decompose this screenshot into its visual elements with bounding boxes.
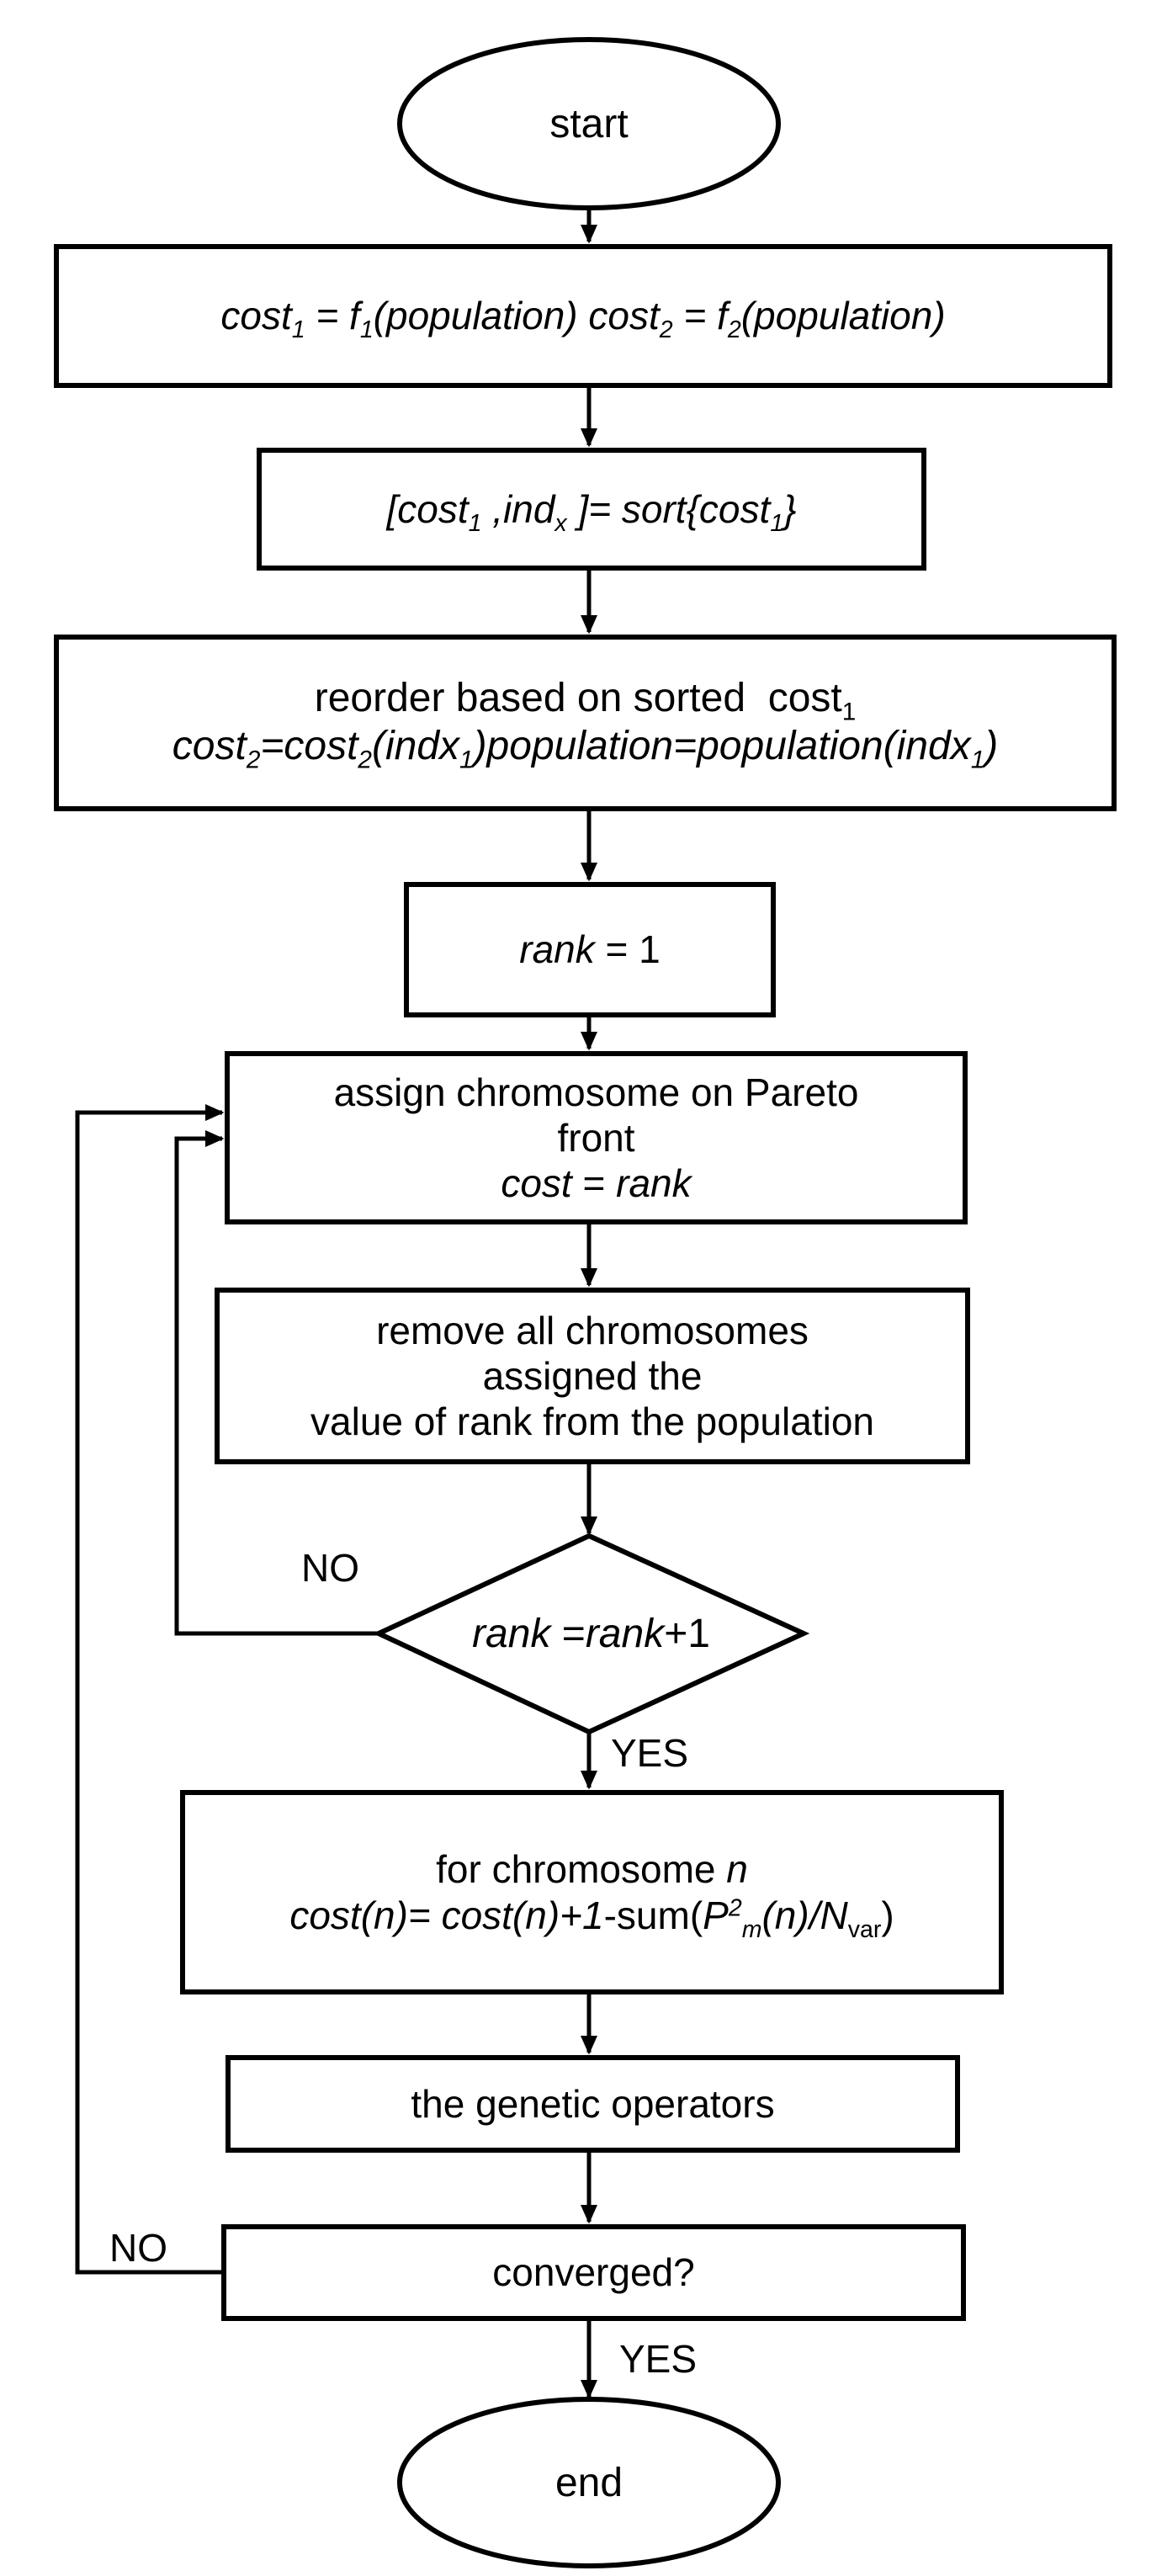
- text-run-sub: 1: [459, 746, 474, 774]
- rank-init-text: rank = 1: [519, 927, 661, 972]
- text-run: ): [984, 724, 999, 768]
- edge-label-rank-no: NO: [301, 1546, 359, 1590]
- text-run: = 1: [594, 927, 661, 972]
- text-run: (n)/N: [761, 1893, 848, 1937]
- text-run: ,ind: [481, 486, 555, 531]
- rank-decision-text: rank =rank+1: [472, 1611, 710, 1657]
- node-cost-evaluation: cost1 = f1(population) cost2 = f2(popula…: [54, 244, 1112, 388]
- text-run: (population) cost: [373, 294, 660, 338]
- assign-line-1: assign chromosome on Pareto: [333, 1070, 859, 1114]
- text-run: =cost: [260, 724, 358, 768]
- end-label: end: [554, 2460, 623, 2505]
- text-run: +1: [664, 1612, 710, 1656]
- remove-line-2: assigned the: [482, 1353, 703, 1398]
- edge-label-converged-no: NO: [109, 2226, 167, 2270]
- text-run: for chromosome: [436, 1847, 727, 1892]
- text-run-sub: x: [554, 509, 567, 537]
- cost-evaluation-text: cost1 = f1(population) cost2 = f2(popula…: [220, 293, 946, 342]
- remove-line-1: remove all chromosomes: [376, 1308, 809, 1352]
- text-run: rank: [616, 1161, 692, 1206]
- node-rank-decision: rank =rank+1: [379, 1536, 804, 1732]
- text-run-sub: var: [847, 1915, 882, 1943]
- text-run: ]= sort{cost: [566, 486, 771, 531]
- text-run: = f: [305, 294, 360, 338]
- text-run: reorder based on sorted cost: [314, 676, 842, 721]
- text-run: =: [550, 1612, 586, 1656]
- text-run-sub: m: [741, 1915, 762, 1943]
- genetic-operators-text: the genetic operators: [411, 2081, 775, 2126]
- text-run: cost(n)= cost(n)+1: [289, 1893, 604, 1937]
- reorder-line-1: reorder based on sorted cost1: [314, 675, 857, 726]
- text-run: rank: [472, 1612, 551, 1656]
- text-run-sub: 1: [291, 316, 305, 344]
- assign-line-3: cost = rank: [501, 1161, 691, 1206]
- text-run-sub: 1: [770, 509, 784, 537]
- text-run-sub: 1: [841, 698, 857, 726]
- text-run-sub: 1: [359, 316, 374, 344]
- text-run: cost: [220, 294, 292, 338]
- reorder-line-2: cost2=cost2(indx1)population=population(…: [172, 723, 999, 774]
- text-run: )population=population(indx: [473, 724, 971, 768]
- text-run: =: [571, 1161, 617, 1206]
- assign-line-2: front: [557, 1115, 635, 1160]
- text-run-sub: 2: [358, 746, 372, 774]
- text-run-sub: 1: [468, 509, 482, 537]
- node-genetic-operators: the genetic operators: [226, 2055, 960, 2153]
- cost-update-line-2: cost(n)= cost(n)+1-sum(P2m(n)/Nvar): [289, 1893, 894, 1941]
- node-sort: [cost1 ,indx ]= sort{cost1}: [257, 448, 926, 571]
- text-run: = f: [672, 294, 728, 338]
- text-run: cost: [172, 724, 247, 768]
- node-start: start: [400, 40, 778, 208]
- text-run-sub: 2: [659, 316, 673, 344]
- node-end: end: [400, 2399, 778, 2566]
- node-cost-update: for chromosome n cost(n)= cost(n)+1-sum(…: [180, 1790, 1004, 1994]
- start-label: start: [549, 101, 629, 146]
- loop-decision-no-to-assign: [174, 1130, 379, 1636]
- node-converged: converged?: [221, 2224, 966, 2321]
- text-run-sub: 2: [246, 746, 261, 774]
- end-terminator-ellipse: [397, 2397, 781, 2568]
- text-run: }: [783, 486, 797, 531]
- text-run: rank: [519, 927, 595, 972]
- node-remove-chromosomes: remove all chromosomes assigned the valu…: [215, 1288, 970, 1464]
- sort-text: [cost1 ,indx ]= sort{cost1}: [386, 486, 797, 535]
- text-run: P: [703, 1893, 729, 1937]
- loop-converged-no-to-assign: [75, 1104, 225, 2275]
- text-run: rank: [585, 1612, 665, 1656]
- text-run: (population): [740, 294, 946, 338]
- node-rank-init: rank = 1: [404, 882, 776, 1017]
- text-run: -sum(: [603, 1893, 703, 1937]
- text-run: [cost: [386, 486, 469, 531]
- remove-line-3: value of rank from the population: [310, 1400, 874, 1444]
- node-assign-pareto: assign chromosome on Pareto front cost =…: [225, 1051, 968, 1224]
- cost-update-line-1: for chromosome n: [436, 1846, 748, 1892]
- text-run: cost: [501, 1161, 572, 1206]
- edge-label-rank-yes: YES: [611, 1731, 689, 1775]
- converged-text: converged?: [492, 2250, 695, 2295]
- text-run-sub: 2: [727, 316, 741, 344]
- text-run: ): [881, 1893, 894, 1937]
- node-reorder: reorder based on sorted cost1 cost2=cost…: [54, 635, 1117, 811]
- text-run-sub: 1: [970, 746, 985, 774]
- edge-label-converged-yes: YES: [619, 2337, 698, 2381]
- text-run: (indx: [371, 724, 460, 768]
- text-run: n: [726, 1847, 748, 1892]
- text-run-sup: 2: [728, 1893, 742, 1921]
